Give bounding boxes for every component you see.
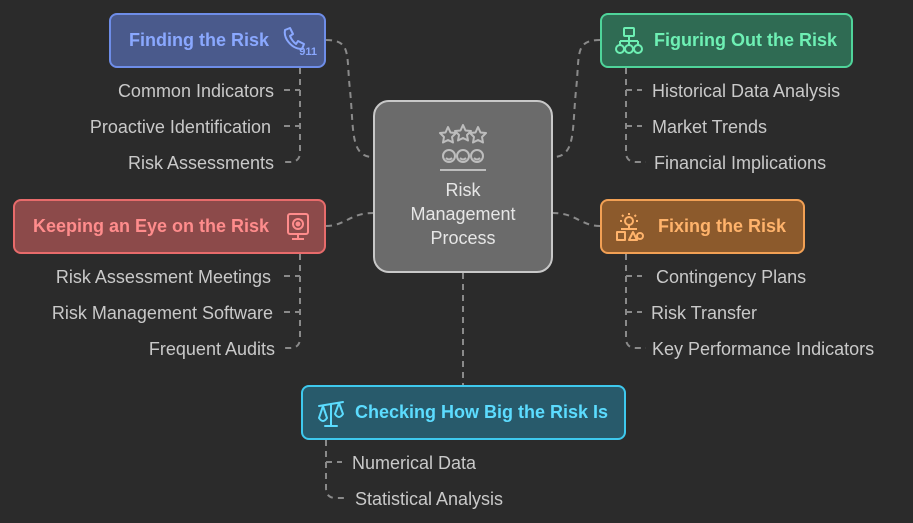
branch-finding-label: Finding the Risk (129, 30, 270, 50)
branch-checking-label: Checking How Big the Risk Is (355, 402, 609, 422)
leaf-fixing-2: Risk Transfer (651, 303, 758, 323)
center-title-line-3: Process (430, 227, 496, 248)
phone-911-icon-text: 911 (299, 45, 318, 58)
branch-figuring-label: Figuring Out the Risk (654, 30, 837, 50)
leaf-keeping-1: Risk Assessment Meetings (55, 267, 271, 287)
network-hierarchy-icon (614, 26, 644, 56)
connector-fixing (552, 212, 601, 227)
phone-911-icon: 911 (281, 26, 318, 58)
leaf-connector-finding (282, 68, 301, 163)
connector-figuring (552, 39, 601, 158)
branch-keeping-label: Keeping an Eye on the Risk (33, 216, 270, 236)
leaf-connector-fixing (625, 254, 646, 349)
balance-scale-icon (315, 398, 347, 428)
branch-figuring-node[interactable]: Figuring Out the Risk (600, 13, 853, 68)
leaf-connector-checking (325, 440, 346, 499)
monitor-camera-icon (285, 212, 311, 242)
stars-and-faces-icon (439, 123, 487, 171)
leaf-figuring-3: Financial Implications (654, 153, 827, 173)
leaf-connector-keeping (282, 254, 301, 349)
leaf-finding-1: Common Indicators (117, 81, 274, 101)
connector-keeping (325, 212, 374, 227)
leaf-keeping-3: Frequent Audits (148, 339, 275, 359)
leaf-figuring-2: Market Trends (652, 117, 768, 137)
branch-fixing-node[interactable]: Fixing the Risk (600, 199, 805, 254)
leaf-finding-3: Risk Assessments (127, 153, 274, 173)
leaf-connector-figuring (625, 68, 646, 163)
leaf-checking-1: Numerical Data (352, 453, 477, 473)
center-node[interactable]: Risk Management Process (373, 100, 553, 273)
idea-shapes-icon (614, 212, 644, 242)
leaf-figuring-1: Historical Data Analysis (652, 81, 841, 101)
branch-checking-node[interactable]: Checking How Big the Risk Is (301, 385, 626, 440)
leaf-finding-2: Proactive Identification (89, 117, 271, 137)
branch-finding-node[interactable]: Finding the Risk 911 (109, 13, 326, 68)
leaf-keeping-2: Risk Management Software (51, 303, 273, 323)
center-title-line-1: Risk (445, 179, 481, 200)
leaf-fixing-1: Contingency Plans (656, 267, 807, 287)
center-title-line-2: Management (410, 203, 516, 224)
branch-keeping-node[interactable]: Keeping an Eye on the Risk (13, 199, 326, 254)
branch-fixing-label: Fixing the Risk (658, 216, 787, 236)
connector-finding (325, 39, 374, 158)
leaf-checking-2: Statistical Analysis (355, 489, 504, 509)
leaf-fixing-3: Key Performance Indicators (652, 339, 875, 359)
